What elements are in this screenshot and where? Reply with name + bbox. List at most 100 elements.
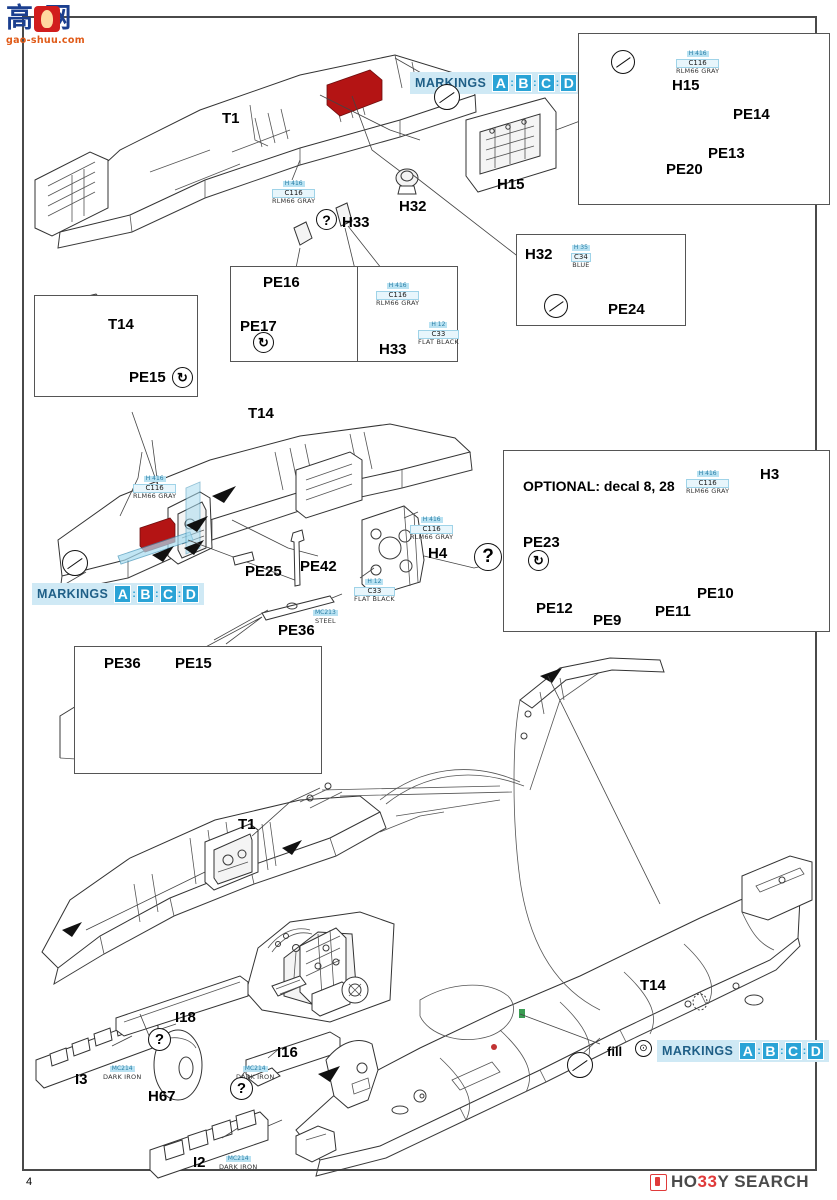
- bend-symbol-pe15: ↻: [172, 367, 193, 388]
- marking-sep: :: [779, 1045, 784, 1057]
- watermark-url: gao-shuu.com: [6, 35, 85, 46]
- paint-h-code: H 416: [696, 470, 719, 478]
- paint-name: RLM66 GRAY: [272, 197, 316, 206]
- paint-name: RLM66 GRAY: [676, 67, 720, 76]
- label-h33-top: H33: [342, 214, 370, 231]
- label-pe42: PE42: [300, 558, 337, 575]
- paint-chip-flatblack-h33: H 12 C33 FLAT BLACK: [418, 313, 459, 346]
- paint-c-code: C116: [133, 483, 177, 494]
- paint-h-code: H 416: [686, 50, 709, 58]
- marking-letter-c: C: [784, 1042, 802, 1060]
- paint-name: FLAT BLACK: [418, 338, 459, 347]
- paint-name: RLM66 GRAY: [410, 533, 454, 542]
- paint-chip-flatblack-h4: H 12 C33 FLAT BLACK: [354, 570, 395, 603]
- paint-name: FLAT BLACK: [354, 595, 395, 604]
- label-i2: I2: [193, 1154, 206, 1171]
- label-pe36-main: PE36: [278, 622, 315, 639]
- detail-box-optional: [503, 450, 830, 632]
- label-h33-box: H33: [379, 341, 407, 358]
- markings-badge-bottom: MARKINGS A : B : C : D: [657, 1040, 830, 1062]
- marking-sep: :: [154, 588, 159, 600]
- paint-chip-rlm66-h15: H 416 C116 RLM66 GRAY: [676, 42, 720, 76]
- paint-h-code: H 416: [420, 516, 443, 524]
- bend-symbol-pe17: ↻: [253, 332, 274, 353]
- paint-h-code: H 416: [143, 475, 166, 483]
- paint-name: STEEL: [314, 616, 336, 625]
- optional-decal-note: OPTIONAL: decal 8, 28: [523, 478, 675, 494]
- question-mark-i16: ?: [230, 1077, 253, 1100]
- marking-letter-d: D: [807, 1042, 825, 1060]
- label-pe10: PE10: [697, 585, 734, 602]
- question-mark-h4: ?: [474, 543, 502, 571]
- paint-h-code: H 35: [571, 244, 590, 252]
- paint-chip-darkiron-i3: MC214 DARK IRON: [103, 1057, 141, 1081]
- hobby-search-text: HO33Y SEARCH: [671, 1172, 809, 1192]
- label-t14-bottom: T14: [640, 977, 666, 994]
- paint-h-code: H 12: [429, 321, 448, 329]
- hobby-search-logo: HO33Y SEARCH: [650, 1172, 809, 1192]
- marking-letter-c: C: [537, 74, 555, 92]
- paint-chip-steel-pe36: MC213 STEEL: [313, 601, 338, 625]
- paint-c-code: C116: [272, 188, 316, 199]
- paint-c-code: C33: [354, 586, 395, 597]
- label-pe13: PE13: [708, 145, 745, 162]
- marking-sep: :: [802, 1045, 807, 1057]
- paint-c-code: C116: [410, 524, 454, 535]
- marking-sep: :: [177, 588, 182, 600]
- marking-letter-c: C: [159, 585, 177, 603]
- paint-chip-rlm66-h33: H 416 C116 RLM66 GRAY: [376, 274, 420, 307]
- no-glue-icon-t14: [62, 550, 88, 576]
- no-glue-icon-bottom: [567, 1052, 593, 1078]
- watermark-seal-icon: [34, 6, 60, 32]
- label-pe24: PE24: [608, 301, 645, 318]
- paint-c-code: C116: [686, 478, 730, 489]
- marking-letter-a: A: [114, 585, 132, 603]
- label-t1-bottom: T1: [238, 816, 256, 833]
- label-pe17: PE17: [240, 318, 277, 335]
- paint-name: RLM66 GRAY: [686, 487, 730, 496]
- marking-letter-b: B: [761, 1042, 779, 1060]
- label-i18: I18: [175, 1009, 196, 1026]
- marking-sep: :: [757, 1045, 761, 1057]
- label-h67: H67: [148, 1088, 176, 1105]
- watermark-logo: 高 网 gao-shuu.com: [6, 4, 96, 52]
- marking-sep: :: [555, 77, 560, 89]
- label-pe25: PE25: [245, 563, 282, 580]
- paint-chip-rlm66-h3: H 416 C116 RLM66 GRAY: [686, 462, 730, 496]
- detail-box-t14-pe15: [34, 295, 198, 397]
- paint-h-code: MC214: [225, 1155, 251, 1163]
- label-pe36-box: PE36: [104, 655, 141, 672]
- marking-letter-b: B: [514, 74, 532, 92]
- bend-glyph: ↻: [177, 369, 188, 385]
- label-h15-box: H15: [672, 77, 700, 94]
- question-mark-i18: ?: [148, 1028, 171, 1051]
- paint-chip-rlm66-t14: H 416 C116 RLM66 GRAY: [133, 467, 177, 500]
- no-glue-icon-t1: [434, 84, 460, 110]
- label-h32-top: H32: [399, 198, 427, 215]
- detail-box-pe36-pe15: [74, 646, 322, 774]
- paint-name: DARK IRON: [219, 1162, 258, 1171]
- label-pe16: PE16: [263, 274, 300, 291]
- label-h32-box: H32: [525, 246, 553, 263]
- label-i16: I16: [277, 1044, 298, 1061]
- marking-sep: :: [132, 588, 136, 600]
- paint-chip-rlm66-t1: H 416 C116 RLM66 GRAY: [272, 172, 316, 206]
- question-mark-h33: ?: [316, 209, 337, 230]
- label-i3: I3: [75, 1071, 88, 1088]
- label-t14-detail: T14: [108, 316, 134, 333]
- paint-name: BLUE: [572, 261, 590, 270]
- paint-h-code: MC213: [313, 609, 338, 617]
- paint-h-code: H 416: [282, 180, 305, 188]
- marking-letter-d: D: [182, 585, 200, 603]
- paint-chip-rlm66-h4: H 416 C116 RLM66 GRAY: [410, 508, 454, 542]
- no-glue-icon-h15box: [611, 50, 635, 74]
- marking-sep: :: [510, 77, 514, 89]
- question-glyph: ?: [154, 1031, 165, 1048]
- page-number: 4: [26, 1176, 33, 1188]
- label-h15-main: H15: [497, 176, 525, 193]
- fill-glyph: ⊙: [639, 1043, 648, 1054]
- label-pe20: PE20: [666, 161, 703, 178]
- marking-letter-b: B: [136, 585, 154, 603]
- marking-sep: :: [532, 77, 537, 89]
